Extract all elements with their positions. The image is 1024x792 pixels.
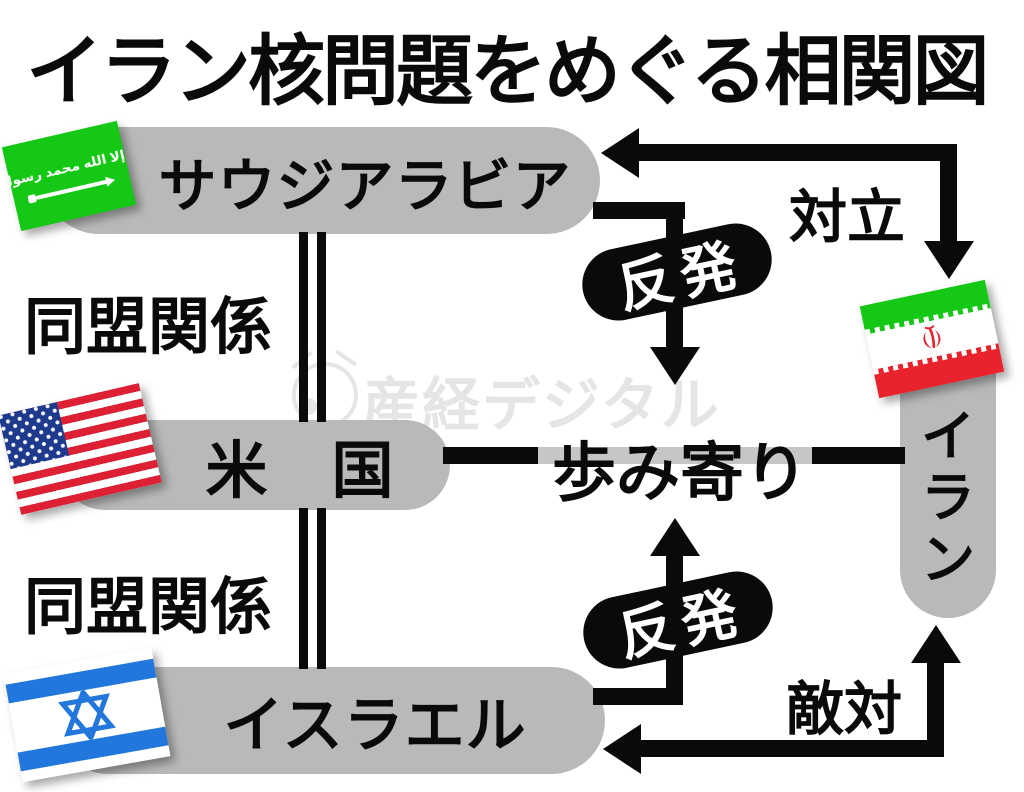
- backlash-lower-badge: 反発: [576, 564, 780, 676]
- alliance-lower-label: 同盟関係: [24, 573, 273, 642]
- compromise-label: 歩み寄り: [552, 437, 808, 509]
- iran-flag-icon: [859, 279, 1005, 399]
- alliance-lower-line-1: [299, 508, 308, 669]
- israel-flag-icon: [3, 647, 171, 783]
- alliance-upper-line-2: [317, 232, 326, 422]
- node-iran-label: イラン: [900, 385, 996, 613]
- us-flag-star-canton: [0, 402, 70, 470]
- node-usa-label: 米 国: [205, 437, 395, 506]
- saudi-flag-sword: [35, 179, 109, 200]
- backlash-upper-arrowhead-down: [650, 347, 700, 385]
- alliance-upper-label: 同盟関係: [24, 293, 273, 362]
- iran-flag-white-stripe: [865, 308, 999, 370]
- confrontation-arrowhead-left: [601, 128, 639, 178]
- hostility-arrowhead-left: [603, 724, 641, 774]
- node-iran-label-text: イラン: [921, 406, 976, 590]
- iran-emblem-icon: [923, 324, 941, 349]
- hostility-label: 敵対: [786, 677, 903, 742]
- hostility-arrowhead-up: [911, 625, 961, 663]
- backlash-lower-label: 反発: [612, 579, 751, 668]
- confrontation-arrowhead-down: [924, 241, 974, 279]
- node-saudi-arabia: [45, 127, 600, 234]
- alliance-upper-line-1: [299, 232, 308, 422]
- node-saudi-arabia-label: サウジアラビア: [158, 153, 572, 219]
- backlash-lower-arrowhead-up: [650, 518, 700, 556]
- backlash-upper-badge: 反発: [575, 216, 779, 328]
- backlash-upper-label: 反発: [611, 231, 750, 320]
- compromise-band: [538, 447, 814, 464]
- confrontation-label: 対立: [789, 185, 906, 250]
- alliance-lower-line-2: [317, 508, 326, 669]
- node-israel-label: イスラエル: [223, 692, 527, 759]
- star-of-david-icon: [58, 687, 116, 743]
- page-title: イラン核問題をめぐる相関図: [26, 29, 989, 115]
